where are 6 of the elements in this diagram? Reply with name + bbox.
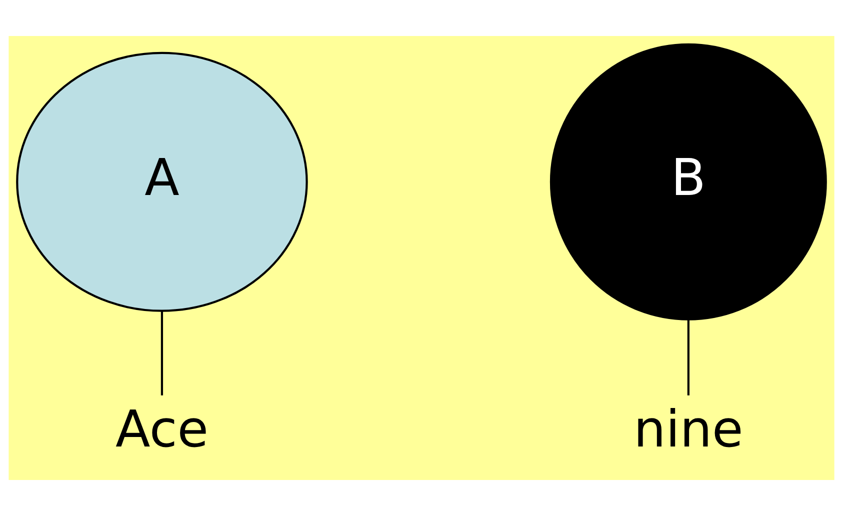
node-circle: B <box>550 42 827 320</box>
node-text: Ace <box>116 399 208 458</box>
connector <box>160 310 164 395</box>
connector <box>687 319 690 395</box>
node-ellipse: A <box>16 51 308 312</box>
node-text: nine <box>634 399 744 458</box>
